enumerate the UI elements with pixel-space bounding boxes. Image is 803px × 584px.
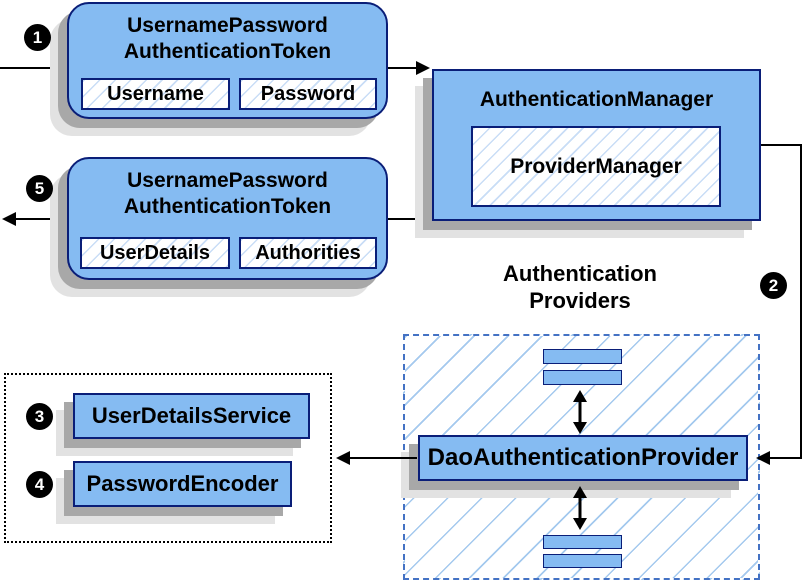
double-arrow-top-down-head-icon: [573, 422, 587, 434]
double-arrow-bottom-up-head-icon: [573, 486, 587, 498]
request-token-box: UsernamePassword AuthenticationToken Use…: [67, 2, 388, 119]
username-field-label: Username: [107, 82, 204, 105]
password-field-box: Password: [239, 78, 377, 110]
step-3-number: 3: [34, 406, 45, 426]
step-4-number: 4: [34, 474, 45, 494]
user-details-service-box: UserDetailsService: [73, 393, 310, 439]
response-token-box: UsernamePassword AuthenticationToken Use…: [67, 157, 388, 280]
response-token-title: UsernamePassword AuthenticationToken: [69, 159, 386, 220]
provider-manager-box: ProviderManager: [471, 126, 721, 207]
username-field-box: Username: [81, 78, 230, 110]
request-token-title-line2: AuthenticationToken: [123, 40, 332, 63]
authorities-field-label: Authorities: [255, 241, 361, 264]
arrow-step2-head-icon: [756, 451, 770, 465]
password-field-label: Password: [260, 82, 356, 105]
arrow-dao-to-services-head-icon: [336, 451, 350, 465]
providers-title-line1: Authentication: [503, 261, 657, 286]
userdetails-field-box: UserDetails: [80, 237, 230, 269]
provider-bar-bottom-1: [543, 535, 622, 549]
userdetails-field-label: UserDetails: [99, 241, 211, 264]
double-arrow-bottom-down-head-icon: [573, 518, 587, 530]
authentication-manager-box: AuthenticationManager ProviderManager: [432, 69, 761, 221]
provider-bar-bottom-2: [543, 554, 622, 568]
step-5-badge: 5: [26, 175, 53, 202]
request-token-title: UsernamePassword AuthenticationToken: [69, 4, 386, 65]
provider-bar-top-1: [543, 349, 622, 364]
step-4-badge: 4: [26, 471, 53, 498]
provider-bar-top-2: [543, 370, 622, 385]
step-3-badge: 3: [26, 403, 53, 430]
response-token-title-line1: UsernamePassword: [127, 169, 328, 192]
arrow-step2-line: [761, 144, 802, 459]
request-token-title-line1: UsernamePassword: [127, 14, 328, 37]
step-1-badge: 1: [24, 24, 51, 51]
user-details-service-label: UserDetailsService: [91, 403, 292, 428]
arrow-step5-head-icon: [2, 212, 16, 226]
step-2-number: 2: [768, 275, 779, 295]
provider-manager-label: ProviderManager: [510, 154, 682, 178]
response-token-title-line2: AuthenticationToken: [123, 195, 332, 218]
dao-authentication-provider-box: DaoAuthenticationProvider: [418, 435, 748, 481]
password-encoder-box: PasswordEncoder: [73, 461, 292, 507]
authorities-field-box: Authorities: [239, 237, 377, 269]
arrow-step1-head-icon: [416, 61, 430, 75]
password-encoder-label: PasswordEncoder: [86, 471, 279, 496]
providers-title: Authentication Providers: [449, 260, 711, 314]
step-2-badge: 2: [760, 272, 787, 299]
providers-title-line2: Providers: [529, 288, 631, 313]
double-arrow-top-up-head-icon: [573, 390, 587, 402]
step-5-number: 5: [34, 178, 45, 198]
authentication-manager-title: AuthenticationManager: [479, 88, 714, 111]
step-1-number: 1: [32, 27, 43, 47]
dao-authentication-provider-label: DaoAuthenticationProvider: [427, 444, 739, 471]
